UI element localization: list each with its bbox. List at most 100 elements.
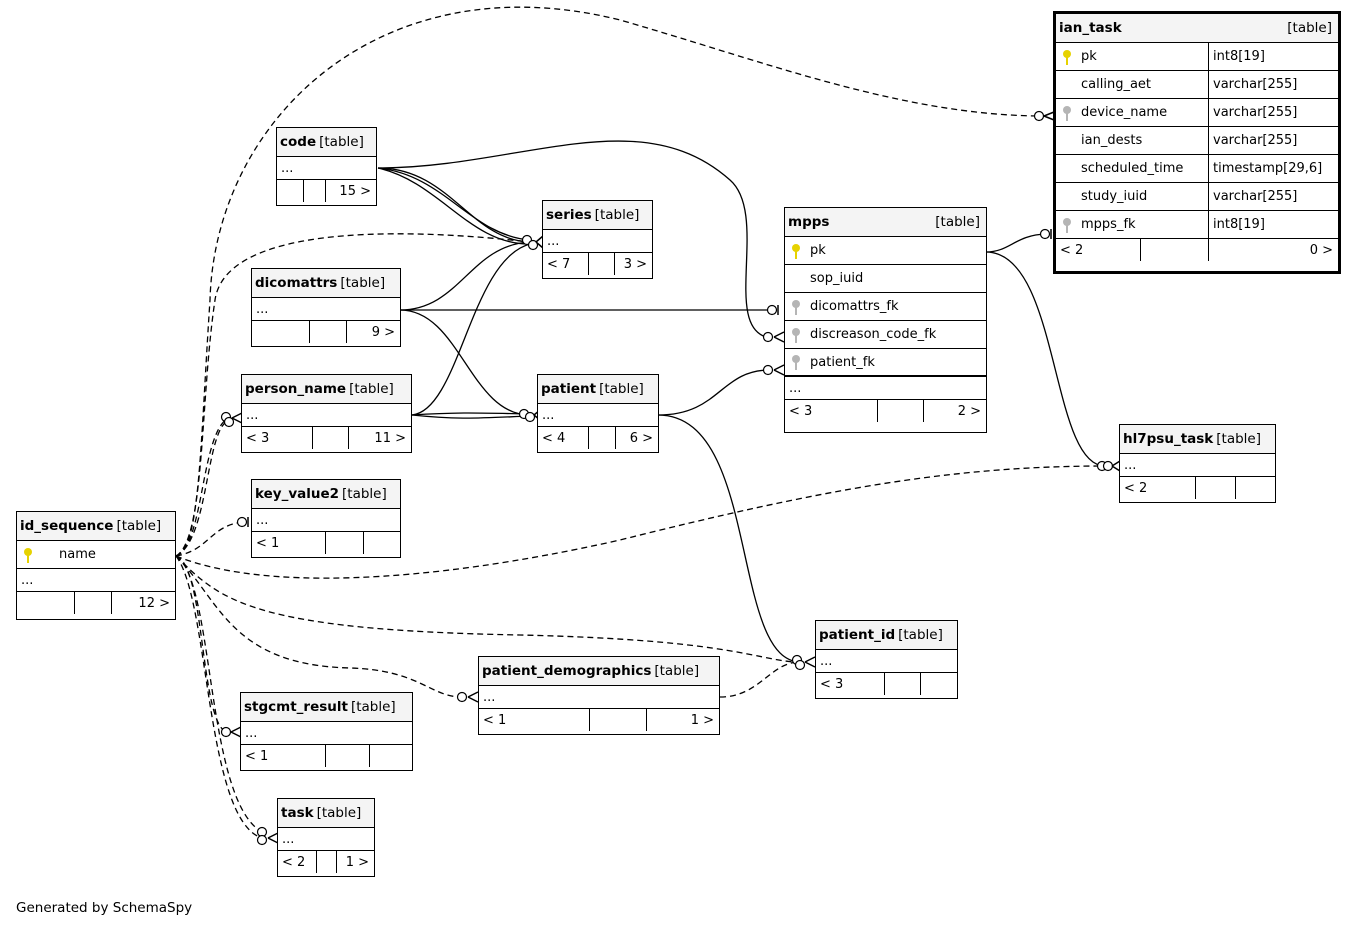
children-count[interactable]: 0 > [1208,239,1338,261]
parents-count[interactable]: < 1 [256,535,280,551]
parents-count[interactable]: < 3 [789,403,813,419]
table-key-value2[interactable]: key_value2 [table] ... < 1 [251,479,401,558]
children-count[interactable]: 3 > [614,253,652,275]
table-type: [table] [350,699,396,715]
children-count[interactable] [920,673,957,695]
parents-count[interactable]: < 3 [246,430,270,446]
table-name: hl7psu_task [1123,431,1214,447]
marker-patientid-2 [794,659,806,671]
table-type: [table] [316,805,362,821]
table-type: [table] [319,134,364,150]
table-footer: < 7 3 > [543,253,652,275]
children-count[interactable] [363,532,400,554]
table-patient-id[interactable]: patient_id [table] ... < 3 [815,620,958,699]
marker-mpps-discreason [762,331,774,343]
parents-count[interactable] [277,180,303,202]
columns-ellipsis: ... [538,404,658,427]
column-row[interactable]: study_iuid varchar[255] [1056,183,1338,211]
column-row[interactable]: sop_iuid [785,265,986,293]
marker-keyvalue2 [236,516,248,528]
table-name: task [281,805,314,821]
table-header: key_value2 [table] [252,480,400,509]
crowfoot-task [267,832,279,844]
table-dicomattrs[interactable]: dicomattrs [table] ... 9 > [251,268,401,347]
footer-middle [588,427,615,449]
column-row[interactable]: ian_dests varchar[255] [1056,127,1338,155]
children-count[interactable]: 2 > [923,400,986,422]
table-header: patient_id [table] [816,621,957,650]
table-footer: < 2 1 > [278,851,374,873]
children-count[interactable]: 12 > [111,592,175,614]
table-footer: 9 > [252,321,400,343]
columns-ellipsis: ... [543,230,652,253]
column-row[interactable]: name [17,541,175,569]
column-row[interactable]: patient_fk [785,349,986,377]
edge-personname-patient-2 [411,412,531,416]
parents-count[interactable]: < 2 [282,854,306,870]
children-count[interactable]: 11 > [348,427,411,449]
table-header: person_name [table] [242,375,411,404]
table-code[interactable]: code [table] ... 15 > [276,127,377,206]
foreign-key-icon [792,355,800,370]
table-ian-task[interactable]: ian_task [table] pk int8[19] calling_aet… [1053,11,1341,274]
children-count[interactable] [1235,477,1275,499]
columns-ellipsis: ... [816,650,957,673]
table-header: ian_task [table] [1056,14,1338,43]
table-mpps[interactable]: mpps [table] pk sop_iuid dicomattrs_fk d… [784,207,987,433]
table-header: series [table] [543,201,652,230]
table-patient[interactable]: patient [table] ... < 4 6 > [537,374,659,453]
table-series[interactable]: series [table] ... < 7 3 > [542,200,653,279]
parents-count[interactable] [17,592,74,614]
table-type: [table] [342,486,387,502]
marker-stgcmt [220,726,232,738]
table-type: [table] [654,663,700,679]
table-name: stgcmt_result [244,699,348,715]
table-person-name[interactable]: person_name [table] ... < 3 11 > [241,374,412,453]
parents-count[interactable]: < 4 [542,430,566,446]
column-row[interactable]: pk int8[19] [1056,43,1338,71]
footer-middle [877,400,923,422]
table-header: hl7psu_task [table] [1120,425,1275,454]
table-id-sequence[interactable]: id_sequence [table] name ... 12 > [16,511,176,620]
table-type: [table] [935,214,980,230]
table-stgcmt-result[interactable]: stgcmt_result [table] ... < 1 [240,692,413,771]
table-patient-demographics[interactable]: patient_demographics [table] ... < 1 1 > [478,656,720,735]
footer-middle [325,532,363,554]
edge-dicomattrs-series [399,241,531,311]
column-row[interactable]: pk [785,237,986,265]
table-task[interactable]: task [table] ... < 2 1 > [277,798,375,877]
children-count[interactable]: 9 > [346,321,400,343]
edge-dicomattrs-patient [399,309,531,416]
parents-count[interactable]: < 1 [483,712,507,728]
column-name: patient_fk [810,354,875,370]
footer-middle [312,427,348,449]
column-type: int8[19] [1208,211,1265,238]
column-row[interactable]: discreason_code_fk [785,321,986,349]
foreign-key-icon [1063,217,1071,233]
children-count[interactable]: 1 > [646,709,719,731]
parents-count[interactable]: < 2 [1060,242,1084,258]
columns-ellipsis: ... [252,509,400,532]
children-count[interactable]: 6 > [615,427,658,449]
column-row[interactable]: calling_aet varchar[255] [1056,71,1338,99]
table-hl7psu-task[interactable]: hl7psu_task [table] ... < 2 [1119,424,1276,503]
footer-middle [316,851,336,873]
children-count[interactable]: 1 > [336,851,374,873]
marker-patientdemo [456,691,468,703]
table-header: mpps [table] [785,208,986,237]
edge-idseq-patientdemo [175,555,463,698]
children-count[interactable]: 15 > [325,180,376,202]
parents-count[interactable] [252,321,309,343]
parents-count[interactable]: < 7 [547,256,571,272]
children-count[interactable] [369,745,412,767]
column-row[interactable]: dicomattrs_fk [785,293,986,321]
parents-count[interactable]: < 1 [245,748,269,764]
column-row[interactable]: scheduled_time timestamp[29,6] [1056,155,1338,183]
column-row[interactable]: mpps_fk int8[19] [1056,211,1338,239]
parents-count[interactable]: < 2 [1124,480,1148,496]
column-name: calling_aet [1081,77,1152,92]
column-row[interactable]: device_name varchar[255] [1056,99,1338,127]
parents-count[interactable]: < 3 [820,676,844,692]
marker-personname-2 [223,416,235,428]
table-header: patient [table] [538,375,658,404]
